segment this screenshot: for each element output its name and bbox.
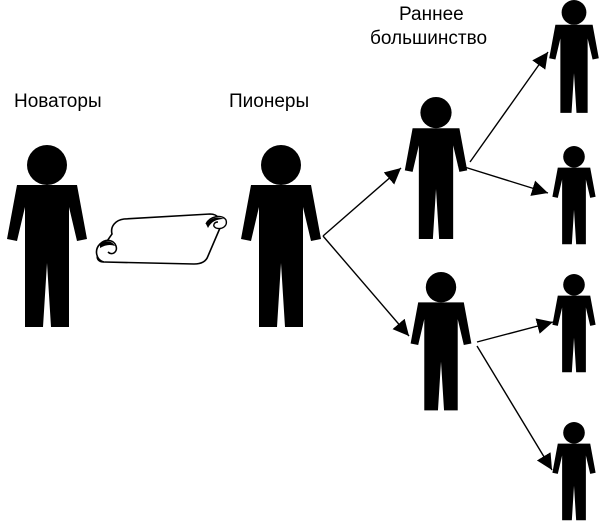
person-icon bbox=[552, 422, 596, 521]
pioneers-label: Пионеры bbox=[229, 91, 309, 112]
arrow-icon bbox=[322, 167, 402, 237]
arrow-icon bbox=[469, 51, 549, 163]
person-icon bbox=[7, 145, 87, 327]
arrow-icon bbox=[476, 318, 554, 343]
scroll-icon bbox=[95, 213, 228, 265]
early-majority-label-line2: большинство bbox=[370, 28, 487, 49]
person-icon bbox=[552, 146, 596, 245]
arrow-icon bbox=[322, 235, 410, 337]
person-icon bbox=[552, 274, 596, 373]
person-icon bbox=[241, 145, 321, 327]
arrow-icon bbox=[476, 345, 553, 471]
person-icon bbox=[549, 0, 599, 113]
person-icon bbox=[410, 272, 472, 411]
innovators-label: Новаторы bbox=[14, 91, 102, 112]
person-icon bbox=[404, 97, 468, 239]
early-majority-label-line1: Раннее bbox=[399, 4, 464, 25]
arrow-icon bbox=[457, 164, 549, 196]
